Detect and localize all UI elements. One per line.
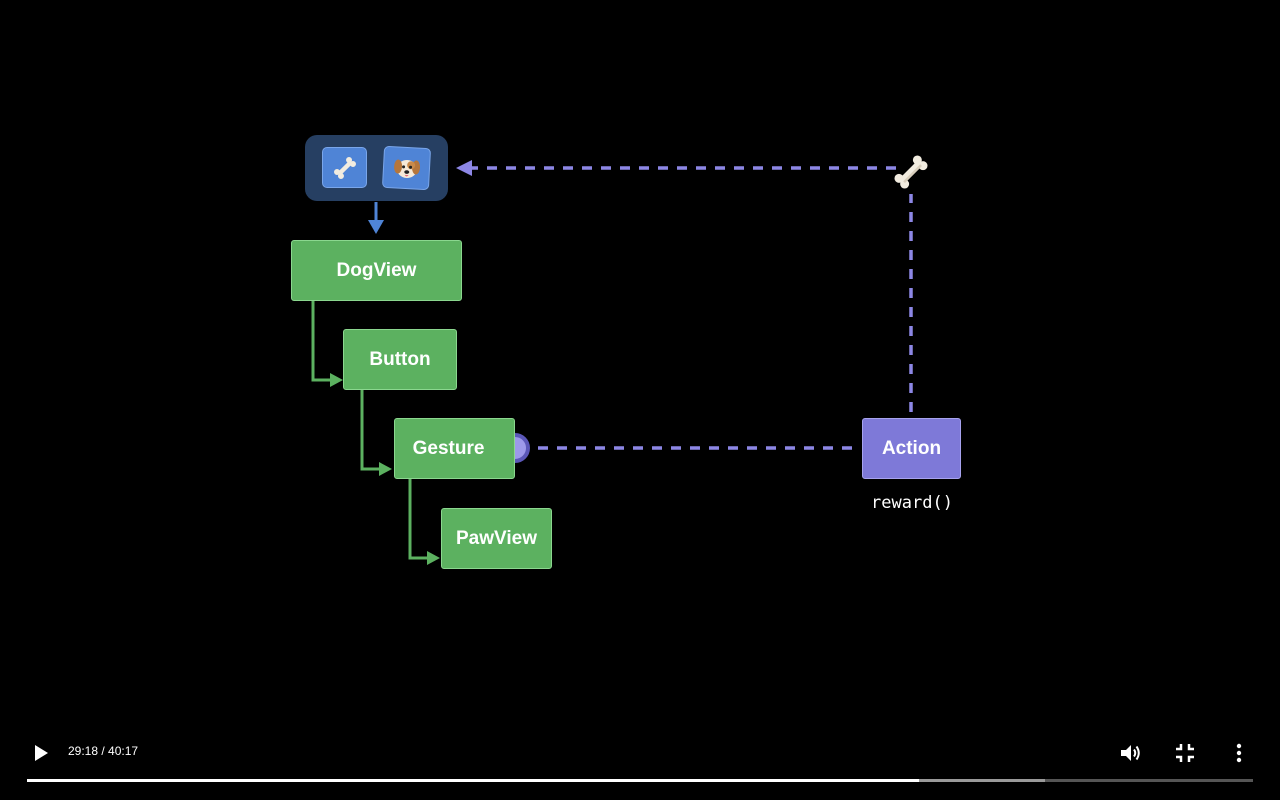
pawview-arrowhead [427, 551, 440, 565]
gesture-arrowhead [379, 462, 392, 476]
progress-track[interactable] [27, 779, 1253, 782]
return-arrowhead [456, 160, 472, 176]
gesture-to-pawview-connector [408, 479, 429, 560]
play-icon [35, 745, 48, 761]
dog-face-icon [393, 159, 420, 179]
tray-arrowhead [368, 220, 384, 234]
button-to-gesture-connector [360, 390, 381, 471]
video-controls: 29:18 / 40:17 [0, 720, 1280, 800]
button-node: Button [343, 329, 457, 390]
state-tray [305, 135, 448, 201]
bone-tile [322, 147, 367, 188]
action-code-label: reward() [871, 493, 953, 513]
dogview-to-button-connector [311, 300, 332, 382]
bone-icon [333, 156, 356, 179]
volume-icon [1121, 745, 1140, 761]
bone-icon [894, 155, 928, 189]
more-options-button[interactable] [1226, 739, 1252, 767]
dog-tile [381, 145, 432, 191]
play-button[interactable] [28, 740, 54, 766]
gesture-node: Gesture [394, 418, 515, 479]
volume-button[interactable] [1117, 739, 1145, 767]
pawview-node: PawView [441, 508, 552, 569]
played-bar [27, 779, 919, 782]
exit-fullscreen-button[interactable] [1171, 739, 1199, 767]
exit-fullscreen-icon [1176, 744, 1194, 762]
dogview-node: DogView [291, 240, 462, 301]
time-display: 29:18 / 40:17 [68, 744, 139, 758]
more-icon [1236, 743, 1242, 763]
action-node: Action [862, 418, 961, 479]
button-arrowhead [330, 373, 343, 387]
